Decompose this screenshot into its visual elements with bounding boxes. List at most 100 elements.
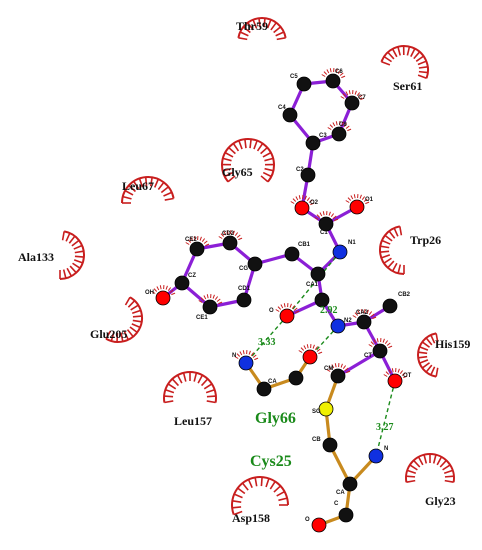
- atom-halo: [277, 306, 282, 310]
- atom-halo: [291, 305, 296, 310]
- atom-label-cb2: CB2: [398, 292, 411, 298]
- atom-cg1: [288, 370, 304, 386]
- atom-sphere: [387, 373, 403, 389]
- ala133-contact: [59, 230, 85, 280]
- atom-halo: [292, 198, 297, 202]
- atom-sphere: [202, 299, 218, 315]
- contact-spoke: [399, 226, 403, 236]
- contact-spoke: [110, 332, 115, 342]
- atom-ca2: [352, 308, 377, 330]
- atom-sg: [318, 401, 334, 417]
- atom-halo: [383, 374, 388, 377]
- atom-halo: [321, 74, 326, 77]
- atom-label-o_c: O: [305, 517, 310, 523]
- contact-spoke: [435, 367, 439, 377]
- contact-spoke: [381, 61, 391, 66]
- atom-label-n: N: [232, 353, 236, 359]
- atom-label-c2: C2: [296, 167, 304, 173]
- contact-spoke: [123, 331, 130, 341]
- atom-halo: [360, 97, 365, 101]
- contact-spoke: [126, 329, 134, 338]
- contact-spoke: [227, 175, 236, 183]
- atom-labels: C4C5C6C7C8C3C2O2C1O1N1CD2CE2CB1CGCZCD1CE…: [145, 69, 412, 523]
- contact-spoke: [275, 31, 285, 37]
- atom-halo: [354, 90, 357, 95]
- atom-halo: [340, 363, 343, 368]
- atom-halo: [337, 70, 342, 75]
- contact-arc: [417, 332, 437, 378]
- gly23-contact: [405, 453, 455, 483]
- residue-label-trp26: Trp26: [410, 233, 441, 247]
- atom-sphere: [300, 167, 316, 183]
- atom-halo: [345, 200, 350, 203]
- contact-arc: [231, 476, 289, 515]
- atom-halo: [316, 348, 321, 352]
- atom-label-c4: C4: [278, 105, 286, 111]
- atom-label-o2: O2: [310, 200, 319, 206]
- atom-halo: [335, 68, 338, 73]
- atom-halo: [218, 236, 223, 239]
- atom-halo: [373, 339, 377, 344]
- contact-spoke: [384, 234, 393, 242]
- contact-spoke: [418, 355, 428, 359]
- hbond-distance-1: 2.92: [320, 305, 338, 316]
- contact-spoke: [238, 37, 248, 41]
- contact-spoke: [410, 48, 416, 57]
- atom-sphere: [322, 437, 338, 453]
- contact-spoke: [273, 26, 282, 34]
- contact-spoke: [265, 478, 270, 488]
- atom-halo: [403, 375, 408, 379]
- atom-halo: [242, 350, 245, 355]
- atom-halo: [350, 195, 354, 200]
- atom-halo: [340, 96, 345, 99]
- contact-spoke: [435, 333, 439, 343]
- contact-spoke: [262, 171, 272, 178]
- leu67-contact: [121, 176, 175, 204]
- atom-c8: [327, 120, 352, 142]
- atom-halo: [342, 93, 347, 97]
- contact-spoke: [163, 191, 173, 197]
- residue-label-leu67: Leu67: [122, 179, 154, 193]
- atom-sphere: [331, 126, 347, 142]
- contact-spoke: [391, 262, 398, 272]
- atom-sphere: [330, 318, 346, 334]
- contact-spoke: [269, 481, 276, 490]
- contact-spoke: [124, 189, 134, 196]
- atom-sphere: [294, 200, 310, 216]
- contact-spoke: [164, 400, 174, 404]
- atom-halo: [151, 291, 156, 294]
- contact-spoke: [105, 330, 112, 340]
- ligand-residue-gly66: Gly66: [255, 410, 296, 427]
- atom-halo: [250, 352, 255, 357]
- atom-halo: [348, 90, 351, 95]
- atom-halo: [352, 315, 357, 318]
- atom-sphere: [236, 292, 252, 308]
- residue-label-asp158: Asp158: [232, 511, 270, 525]
- atom-oh: [151, 284, 176, 306]
- contact-spoke: [260, 146, 268, 155]
- atom-cb: [322, 437, 338, 453]
- contact-spoke: [418, 65, 428, 69]
- atom-halo: [293, 307, 298, 311]
- contact-arc: [380, 45, 429, 79]
- contact-spoke: [409, 464, 418, 471]
- atom-label-c6: C6: [335, 69, 343, 75]
- atom-halo: [190, 237, 194, 242]
- trp26-contact: [379, 225, 405, 275]
- contact-spoke: [380, 245, 390, 249]
- contact-spoke: [232, 500, 242, 503]
- atom-label-o1: O1: [365, 197, 374, 203]
- atom-sphere: [238, 355, 254, 371]
- atom-halo: [360, 309, 363, 314]
- hbond-distance-2: 3.33: [258, 337, 276, 348]
- atom-halo: [234, 356, 239, 359]
- contact-spoke: [69, 265, 77, 274]
- atom-halo: [341, 121, 344, 126]
- atom-label-c3: C3: [319, 133, 327, 139]
- contact-spoke: [443, 469, 454, 474]
- contact-spoke: [182, 372, 187, 382]
- contact-spoke: [380, 250, 390, 253]
- atom-n1: [332, 244, 348, 260]
